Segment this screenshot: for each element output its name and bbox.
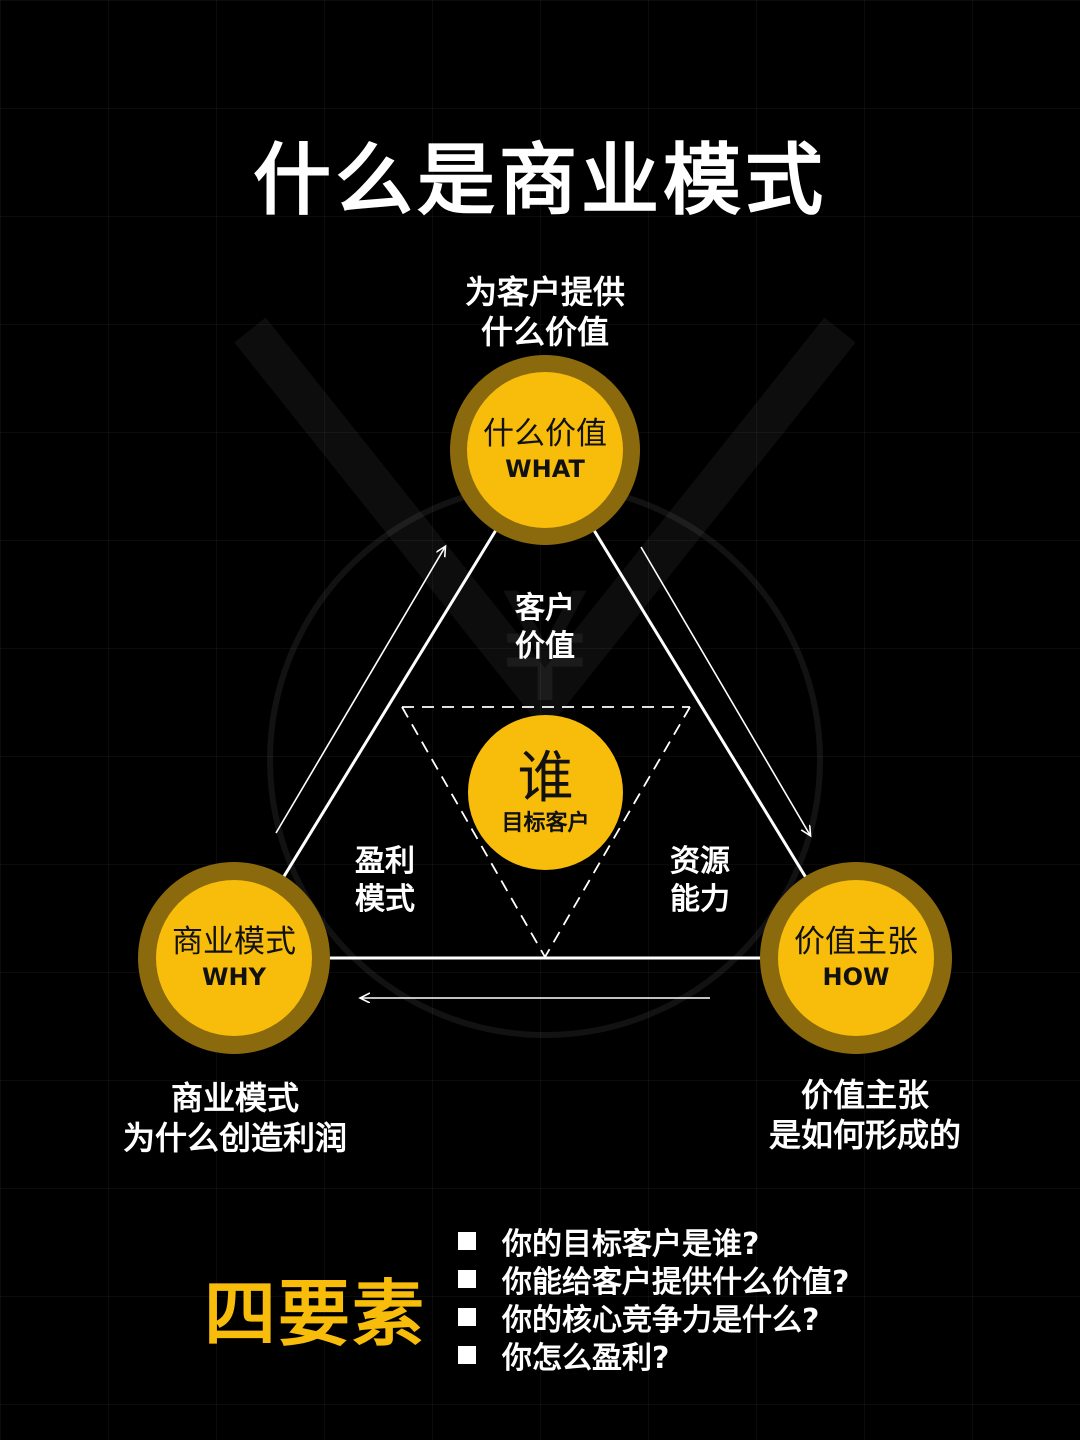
top-caption: 为客户提供 什么价值 xyxy=(420,272,670,352)
label-resource-ability-line-1: 资源 xyxy=(670,844,730,879)
center-target-customer: 谁 目标客户 xyxy=(468,715,623,870)
triangle-edge-left xyxy=(232,449,547,959)
node-why: 商业模式 WHY xyxy=(138,862,330,1054)
caption-why: 商业模式 为什么创造利润 xyxy=(95,1078,375,1158)
square-bullet-icon xyxy=(458,1308,476,1326)
center-sub-label: 目标客户 xyxy=(501,810,590,836)
label-profit-model-line-2: 模式 xyxy=(355,882,415,917)
caption-why-line-1: 商业模式 xyxy=(170,1079,299,1117)
square-bullet-icon xyxy=(458,1232,476,1250)
node-how-label: 价值主张 xyxy=(794,924,918,960)
page-title: 什么是商业模式 xyxy=(252,136,827,226)
arrow-why-to-what xyxy=(275,547,445,834)
node-how: 价值主张 HOW xyxy=(760,862,952,1054)
four-elements-list: 你的目标客户是谁? 你能给客户提供什么价值? 你的核心竞争力是什么? 你怎么盈利… xyxy=(458,1222,850,1376)
caption-why-line-2: 为什么创造利润 xyxy=(122,1119,347,1157)
label-customer-value-line-2: 价值 xyxy=(515,629,575,664)
node-what-en: WHAT xyxy=(505,455,585,483)
square-bullet-icon xyxy=(458,1270,476,1288)
caption-how: 价值主张 是如何形成的 xyxy=(735,1075,995,1155)
node-what-label: 什么价值 xyxy=(483,416,607,452)
question-text: 你怎么盈利? xyxy=(502,1341,670,1376)
list-item: 你的核心竞争力是什么? xyxy=(458,1298,849,1338)
node-how-en: HOW xyxy=(822,963,890,991)
square-bullet-icon xyxy=(458,1346,476,1364)
caption-how-line-2: 是如何形成的 xyxy=(768,1116,961,1154)
node-what: 什么价值 WHAT xyxy=(450,355,640,545)
caption-how-line-1: 价值主张 xyxy=(800,1076,929,1114)
list-item: 你能给客户提供什么价值? xyxy=(458,1260,850,1300)
top-caption-line-2: 什么价值 xyxy=(480,313,609,351)
dashed-edge-left xyxy=(401,706,546,958)
question-text: 你能给客户提供什么价值? xyxy=(502,1265,850,1300)
label-profit-model: 盈利 模式 xyxy=(335,843,435,919)
label-resource-ability: 资源 能力 xyxy=(650,843,750,919)
list-item: 你的目标客户是谁? xyxy=(458,1222,849,1262)
list-item: 你怎么盈利? xyxy=(458,1336,849,1376)
label-profit-model-line-1: 盈利 xyxy=(355,844,415,879)
dashed-edge-right xyxy=(544,706,691,958)
arrow-what-to-how xyxy=(640,546,810,835)
label-resource-ability-line-2: 能力 xyxy=(670,882,730,917)
node-why-label: 商业模式 xyxy=(172,924,296,960)
triangle-edge-right xyxy=(543,449,857,959)
question-text: 你的核心竞争力是什么? xyxy=(502,1303,820,1338)
label-customer-value: 客户 价值 xyxy=(485,590,605,666)
four-elements-title: 四要素 xyxy=(204,1272,427,1356)
question-text: 你的目标客户是谁? xyxy=(502,1227,760,1262)
center-main-label: 谁 xyxy=(517,745,574,811)
label-customer-value-line-1: 客户 xyxy=(515,591,575,626)
top-caption-line-1: 为客户提供 xyxy=(464,273,625,311)
node-why-en: WHY xyxy=(202,963,266,991)
